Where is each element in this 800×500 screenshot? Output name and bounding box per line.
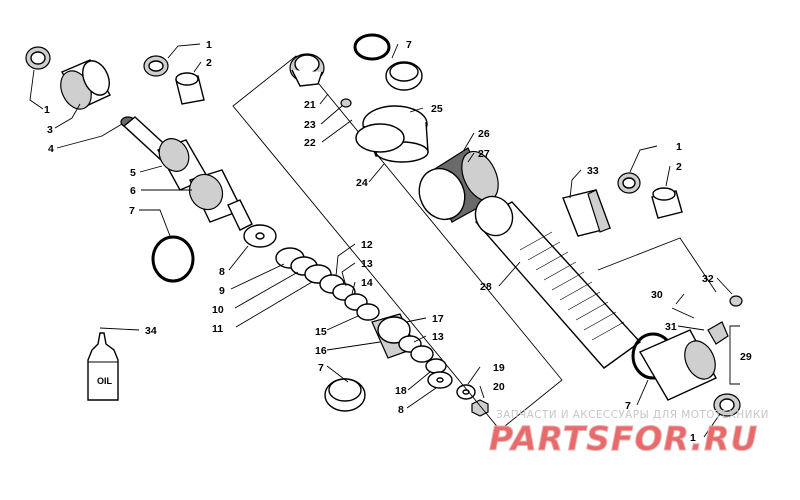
callout-14: 14 bbox=[361, 277, 373, 289]
valve-part-23 bbox=[340, 98, 352, 108]
callout-28: 28 bbox=[480, 281, 492, 293]
nut-part-20 bbox=[471, 399, 489, 417]
oil-bottle-label: OIL bbox=[97, 376, 113, 386]
callout-11: 11 bbox=[212, 323, 223, 335]
callout-31: 31 bbox=[665, 321, 677, 333]
bushing-part-1-bottom bbox=[713, 393, 741, 417]
callout-7-right: 7 bbox=[625, 400, 631, 412]
callout-23: 23 bbox=[304, 119, 316, 131]
callout-16: 16 bbox=[315, 345, 327, 357]
callout-19: 19 bbox=[493, 362, 505, 374]
callout-25: 25 bbox=[431, 103, 443, 115]
washer-part-8-bottom bbox=[427, 371, 453, 389]
callout-1-top: 1 bbox=[206, 39, 212, 51]
callout-21: 21 bbox=[304, 99, 316, 111]
watermark-logo: PARTSFOR.RU bbox=[489, 419, 758, 458]
callout-4: 4 bbox=[48, 143, 54, 155]
adjuster-nut-part-26 bbox=[418, 147, 499, 223]
callout-27: 27 bbox=[478, 148, 490, 160]
callout-1-right: 1 bbox=[676, 141, 682, 153]
callout-34: 34 bbox=[145, 325, 157, 337]
reservoir-cap-part-21 bbox=[289, 53, 325, 87]
callout-26: 26 bbox=[478, 128, 490, 140]
shim-part-13-bottom bbox=[410, 345, 434, 363]
callout-3: 3 bbox=[47, 124, 53, 136]
callout-13-bottom: 13 bbox=[432, 331, 444, 343]
callout-24: 24 bbox=[356, 177, 368, 189]
callout-7-left: 7 bbox=[129, 205, 135, 217]
decal-part-33 bbox=[562, 189, 611, 237]
sleeve-part-2-top bbox=[175, 72, 205, 105]
washer-part-8-top bbox=[243, 224, 277, 248]
callout-12: 12 bbox=[361, 239, 373, 251]
leader-lines bbox=[29, 43, 740, 438]
bushing-part-1-right bbox=[617, 172, 641, 194]
cap-part-32 bbox=[729, 295, 743, 307]
o-ring-part-7-left bbox=[151, 235, 195, 283]
piston-part-24 bbox=[355, 123, 405, 153]
callout-18: 18 bbox=[395, 385, 407, 397]
shock-body-part-6 bbox=[188, 169, 253, 231]
callout-8-top: 8 bbox=[219, 266, 225, 278]
callout-7-lower: 7 bbox=[318, 362, 324, 374]
callout-33: 33 bbox=[587, 165, 599, 177]
callout-32: 32 bbox=[702, 273, 714, 285]
watermark: ЗАПЧАСТИ И АКСЕССУАРЫ ДЛЯ МОТОТЕХНИКИ PA… bbox=[489, 409, 769, 459]
callout-1-bottom: 1 bbox=[690, 432, 696, 444]
callout-1-left: 1 bbox=[44, 104, 50, 116]
callout-6: 6 bbox=[130, 185, 136, 197]
callout-9: 9 bbox=[219, 285, 225, 297]
callout-22: 22 bbox=[304, 137, 316, 149]
callout-2-right: 2 bbox=[676, 161, 682, 173]
band-part-7-lower bbox=[324, 378, 366, 412]
shim-stack bbox=[243, 224, 489, 417]
valve-part-31 bbox=[707, 321, 729, 345]
bushing-part-1-top bbox=[143, 55, 169, 77]
shim-part-15 bbox=[356, 303, 380, 321]
callout-10: 10 bbox=[212, 304, 224, 316]
callout-17: 17 bbox=[432, 313, 444, 325]
callout-2-top: 2 bbox=[206, 57, 212, 69]
watermark-caption: ЗАПЧАСТИ И АКСЕССУАРЫ ДЛЯ МОТОТЕХНИКИ bbox=[496, 409, 769, 421]
callout-8-bottom: 8 bbox=[398, 404, 404, 416]
assembly-outline-right bbox=[597, 237, 717, 293]
assembly-outline-shims bbox=[232, 55, 563, 431]
lower-eyelet-assembly bbox=[631, 329, 717, 401]
oil-bottle-part-34: OIL bbox=[87, 332, 119, 401]
callout-13-top: 13 bbox=[361, 258, 373, 270]
callout-15: 15 bbox=[315, 326, 327, 338]
callout-numbers: 1 2 1 3 4 5 6 7 8 9 10 11 12 13 14 15 16… bbox=[44, 39, 752, 444]
o-ring-part-7-top bbox=[353, 33, 391, 61]
spring-clip-part-30 bbox=[671, 307, 695, 319]
band-part-7-top bbox=[385, 61, 423, 91]
spring-housing-part-28 bbox=[474, 195, 642, 369]
callout-5: 5 bbox=[130, 167, 136, 179]
callout-7-top: 7 bbox=[406, 39, 412, 51]
callout-20: 20 bbox=[493, 381, 505, 393]
eyelet-sleeve-part-3 bbox=[60, 59, 111, 110]
bushing-part-1-left bbox=[25, 46, 51, 70]
callout-29: 29 bbox=[740, 351, 752, 363]
sleeve-part-2-right bbox=[651, 187, 683, 219]
callout-30: 30 bbox=[651, 289, 663, 301]
